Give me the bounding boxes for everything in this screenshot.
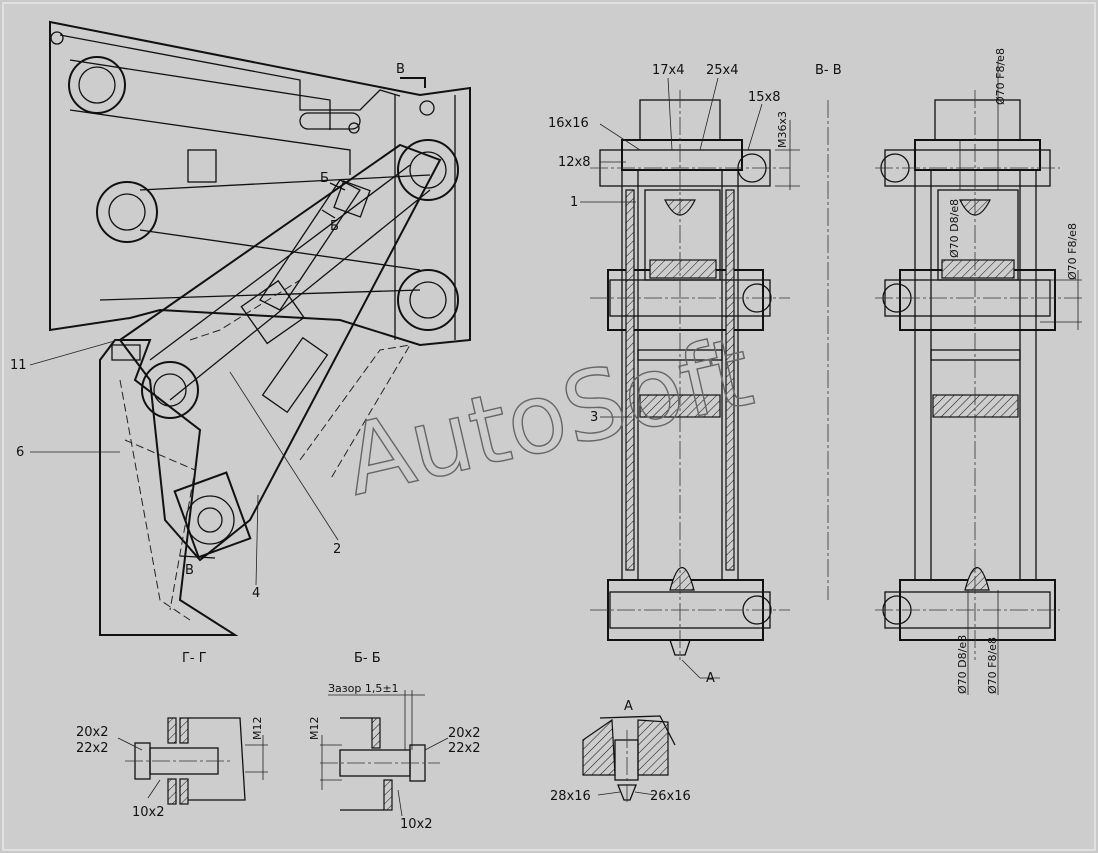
dim-12x8: 12x8 [558,155,591,170]
watermark: AutoSoft [335,316,762,518]
fit-bot-left: Ø70 D8/e8 [956,635,969,694]
fit-mid-left: Ø70 D8/e8 [948,199,961,258]
gg-10x2: 10x2 [132,805,165,820]
view-a-marker: A [706,671,715,686]
bb-22x2: 22x2 [448,741,481,756]
part-3-label: 3 [590,410,598,425]
gg-20x2: 20x2 [76,725,109,740]
a-28x16: 28x16 [550,789,591,804]
mark-v-top: В [396,62,405,77]
section-gg-title: Г- Г [182,651,207,666]
part-6-label: 6 [16,445,24,460]
main-assembly-view [29,20,471,636]
view-a-title: A [624,699,633,714]
fit-top: Ø70 F8/e8 [994,48,1007,105]
mark-b-2: Б [330,219,339,234]
dim-17x4: 17x4 [652,63,685,78]
section-bb-detail [320,690,449,817]
section-vv-title: В- В [815,63,842,78]
fit-bot-right: Ø70 F8/e8 [986,637,999,694]
gg-m12: M12 [251,717,264,741]
section-gg-detail [117,717,268,805]
dim-25x4: 25x4 [706,63,739,78]
part-4-label: 4 [252,586,260,601]
bb-m12: M12 [308,717,321,741]
part-1-label: 1 [570,195,578,210]
a-26x16: 26x16 [650,789,691,804]
section-vv-right [875,60,1085,695]
dim-15x8: 15x8 [748,90,781,105]
mark-v-bottom: В [185,563,194,578]
section-vv-left [580,77,800,679]
dim-16x16: 16x16 [548,116,589,131]
bb-20x2: 20x2 [448,726,481,741]
thread-m36: M36x3 [776,111,789,148]
part-2-label: 2 [333,542,341,557]
section-bb-title: Б- Б [354,651,381,666]
gap-label: Зазор 1,5±1 [328,682,399,695]
view-a-detail [582,715,676,805]
gg-22x2: 22x2 [76,741,109,756]
bb-10x2: 10x2 [400,817,433,832]
part-11-label: 11 [10,358,27,373]
fit-mid-right: Ø70 F8/e8 [1066,223,1079,280]
mark-b-1: Б [320,171,329,186]
